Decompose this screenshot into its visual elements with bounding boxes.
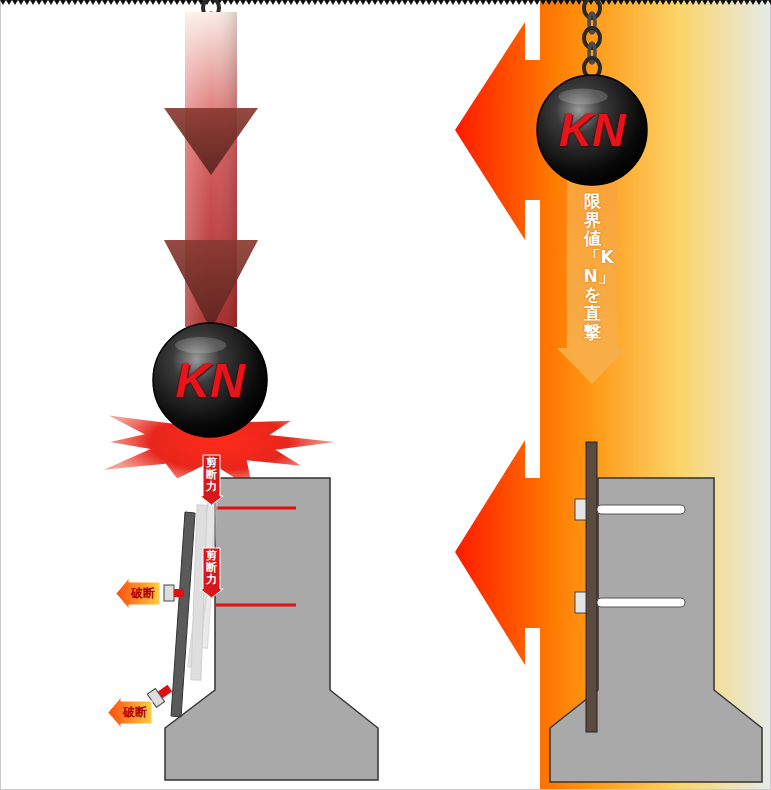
node-label: 剪断力: [203, 548, 220, 588]
anchor-bolt: [597, 505, 685, 514]
node-label: 破断: [108, 701, 152, 724]
limit-arrow: 限界値「KN」を直撃: [557, 178, 627, 384]
broken-bolt: [174, 589, 184, 597]
load-ball: KN: [152, 322, 268, 438]
retaining-wall: [165, 478, 378, 780]
anchor-hole: [216, 604, 296, 607]
ball: [537, 75, 647, 185]
impact-arrow-head: [164, 108, 258, 175]
fracture-arrow: 破断: [116, 582, 160, 605]
top-border: [0, 0, 771, 5]
ball-highlight: [558, 89, 607, 105]
fallen-plate: [171, 512, 195, 717]
chain-link: [584, 0, 600, 18]
arrow-shape: [557, 178, 627, 384]
node-label: KN: [559, 103, 625, 157]
nut: [575, 592, 586, 613]
shear-force-arrow: 剪断力: [203, 548, 220, 598]
nut: [575, 499, 586, 520]
retaining-wall: [550, 478, 762, 782]
shear-force-arrow: 剪断力: [203, 455, 220, 505]
load-ball: KN: [536, 74, 648, 186]
nut: [164, 585, 174, 601]
node-label: 限界値「KN」を直撃: [584, 178, 601, 348]
ball-highlight: [175, 337, 226, 353]
arrow-shape: [200, 548, 223, 598]
ball: [153, 323, 267, 437]
broken-bolt: [158, 685, 172, 698]
arrow-shape: [200, 455, 223, 505]
impact-arrow-head: [164, 240, 258, 330]
arrow-shape: [108, 697, 152, 728]
arrow-shape: [116, 578, 160, 609]
chain: [584, 0, 600, 78]
right-panel-ground: [540, 0, 771, 790]
anchor-hole: [216, 507, 296, 510]
zigzag-edge: [0, 0, 771, 5]
fracture-arrow: 破断: [108, 701, 152, 724]
anchor-bolt: [597, 598, 685, 607]
push-arrow: [455, 440, 560, 665]
steel-plate: [586, 442, 597, 732]
node-label: 剪断力: [203, 455, 220, 495]
node-label: 破断: [116, 582, 160, 605]
node-label: KN: [175, 353, 244, 408]
